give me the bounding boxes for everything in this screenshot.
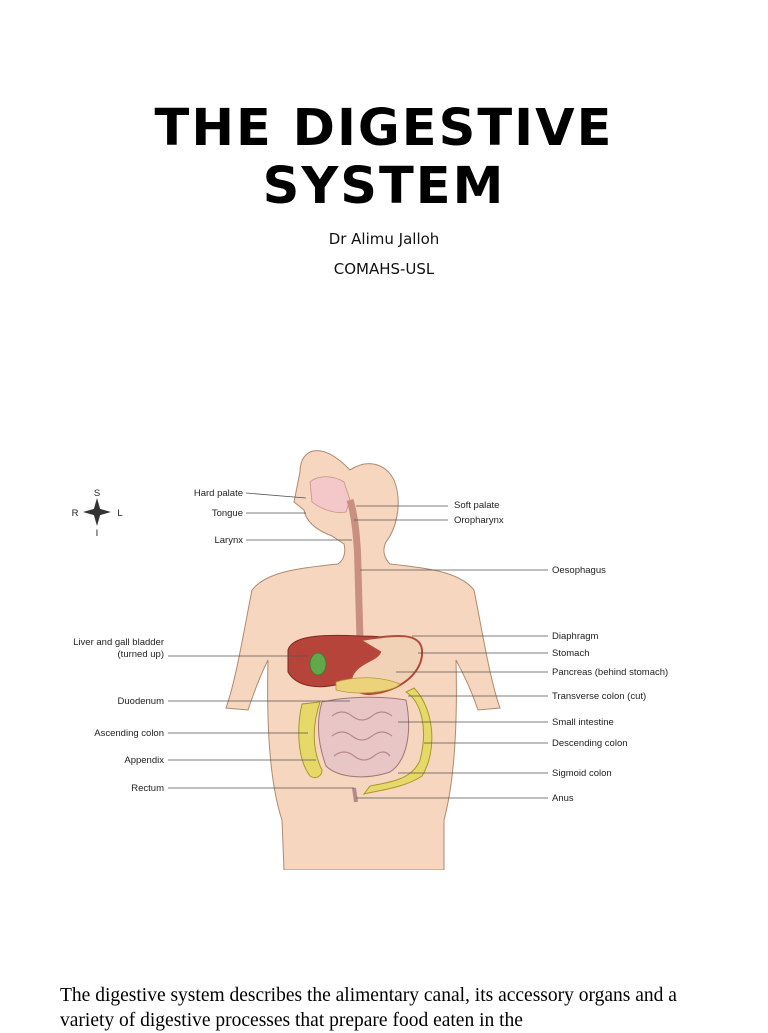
label-oropharynx: Oropharynx <box>454 515 504 526</box>
author-name: Dr Alimu Jalloh <box>328 230 440 248</box>
label-pancreas: Pancreas (behind stomach) <box>552 667 668 678</box>
label-soft-palate: Soft palate <box>454 500 499 511</box>
digestive-system-diagram: S I R L <box>60 440 690 870</box>
label-stomach: Stomach <box>552 648 590 659</box>
intro-paragraph: The digestive system describes the alime… <box>60 985 677 1031</box>
title-line-1: THE DIGESTIVE <box>154 99 614 158</box>
label-hard-palate: Hard palate <box>194 488 243 499</box>
diagram-svg: S I R L <box>72 450 668 870</box>
label-liver-gall-bladder: Liver and gall bladder <box>73 637 164 648</box>
document-title: THE DIGESTIVE SYSTEM <box>0 100 768 216</box>
compass-north: S <box>94 488 100 499</box>
compass-rose-icon: S I R L <box>72 488 123 539</box>
label-turned-up: (turned up) <box>118 649 164 660</box>
label-rectum: Rectum <box>131 783 164 794</box>
label-anus: Anus <box>552 793 574 804</box>
label-ascending-colon: Ascending colon <box>94 728 164 739</box>
label-duodenum: Duodenum <box>118 696 165 707</box>
label-oesophagus: Oesophagus <box>552 565 606 576</box>
label-small-intestine: Small intestine <box>552 717 614 728</box>
compass-south: I <box>96 528 99 539</box>
label-sigmoid-colon: Sigmoid colon <box>552 768 612 779</box>
compass-east: L <box>117 508 122 519</box>
institution-name: COMAHS-USL <box>333 260 435 278</box>
label-larynx: Larynx <box>214 535 243 546</box>
compass-west: R <box>72 508 79 519</box>
label-descending-colon: Descending colon <box>552 738 628 749</box>
digestive-organs <box>287 634 433 803</box>
title-line-2: SYSTEM <box>262 157 506 216</box>
label-diaphragm: Diaphragm <box>552 631 599 642</box>
label-tongue: Tongue <box>212 508 243 519</box>
label-transverse-colon: Transverse colon (cut) <box>552 691 646 702</box>
label-appendix: Appendix <box>124 755 164 766</box>
leader-lines <box>168 492 548 799</box>
